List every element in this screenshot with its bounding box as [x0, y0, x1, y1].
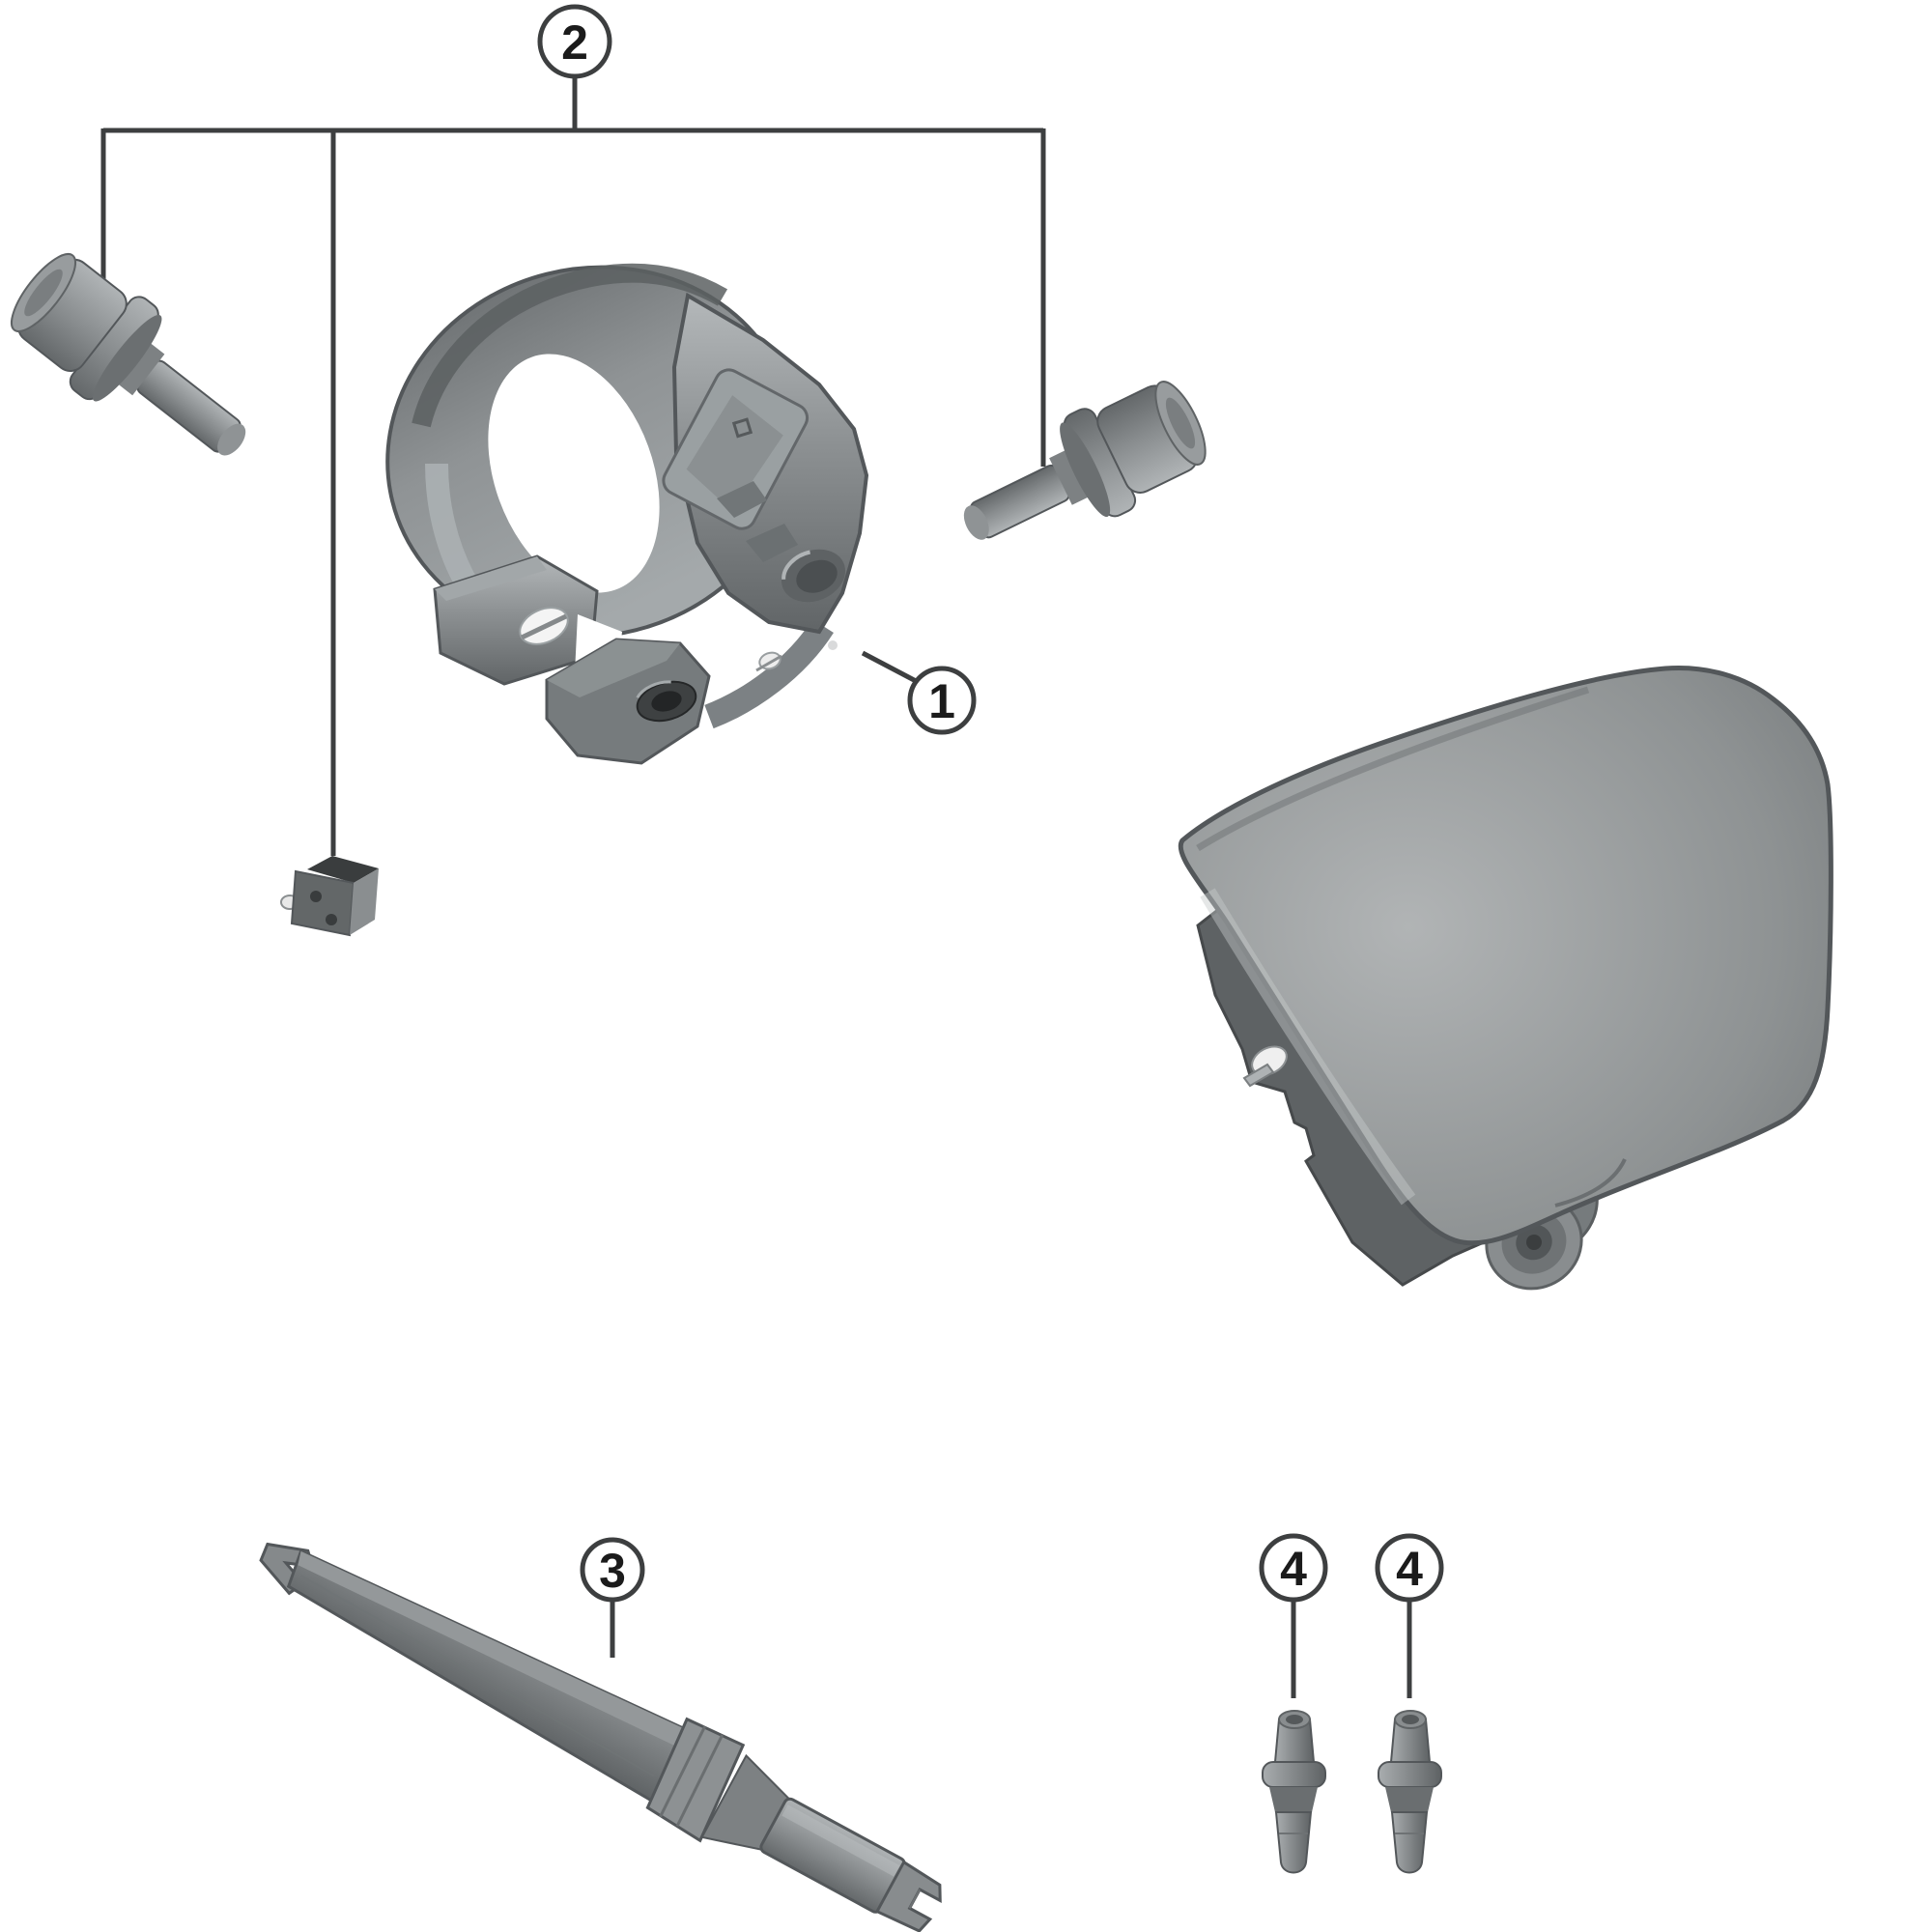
- clamp-band-unit: [385, 263, 869, 765]
- tool-collar-rib-2: [675, 1734, 724, 1827]
- tool-groove-edge: [908, 1889, 922, 1909]
- cover-bottom-crease: [1554, 1158, 1627, 1208]
- bottom-hole-highlight: [636, 680, 671, 698]
- bracket-hook-upper: [717, 481, 767, 518]
- nut-block-top: [307, 856, 379, 883]
- tool-blade-ridge: [300, 1575, 655, 1777]
- oval-hole-inner: [796, 559, 838, 593]
- bracket-screw: [755, 654, 782, 672]
- clamp-lug-bottom-top: [547, 639, 680, 697]
- callout-2-circle: [537, 4, 612, 79]
- junction-box-unit: [1178, 666, 1833, 1291]
- callout-4a: 4: [1259, 1533, 1328, 1603]
- barrel-port: [1526, 1235, 1542, 1250]
- bolt-tip: [217, 423, 246, 456]
- callout-1-leader: [861, 650, 920, 685]
- callout-4a-label: 4: [1280, 1542, 1307, 1596]
- band-top-rim: [412, 263, 728, 428]
- pin-body: [1390, 1811, 1429, 1874]
- clamp-bracket-plate: [662, 368, 810, 530]
- pin-body: [1274, 1811, 1313, 1874]
- tool-blade-top: [298, 1550, 685, 1747]
- pin-top-ring: [1286, 1715, 1303, 1724]
- callout-2-label: 2: [561, 15, 588, 70]
- bracket-dot: [828, 640, 838, 650]
- junction-screw: [1242, 1063, 1275, 1088]
- tool-grooved-tip: [874, 1860, 942, 1932]
- bolt-tip: [963, 505, 989, 540]
- junction-leader-line: [243, 753, 1227, 1094]
- callout-3: 3: [580, 1537, 645, 1603]
- callout-2: 2: [537, 4, 612, 79]
- fixing-bolt-right: [963, 381, 1207, 540]
- cover-top-shadow: [1196, 686, 1590, 851]
- connector-pin-right: [1378, 1710, 1442, 1874]
- nut-block-side: [350, 868, 379, 935]
- nut-block-hole-1: [310, 891, 322, 902]
- callout-1-label: 1: [928, 674, 955, 728]
- pin-top-ring: [1402, 1715, 1419, 1724]
- nut-block-front: [290, 869, 355, 937]
- bolt-head-socket: [24, 269, 63, 317]
- callout-4b-label: 4: [1396, 1542, 1423, 1596]
- callout-4b-circle: [1375, 1533, 1444, 1603]
- callout-3-circle: [580, 1537, 645, 1603]
- nut-block: [280, 856, 379, 937]
- callout-3-label: 3: [599, 1544, 626, 1598]
- nut-block-hole-2: [326, 914, 337, 925]
- bottom-hole-inner: [651, 691, 682, 712]
- fixing-bolt-left: [10, 252, 246, 456]
- right-bolt-axis-line: [859, 526, 976, 561]
- bolt-flange-face: [1060, 422, 1111, 518]
- pin-knurl: [1385, 1787, 1434, 1812]
- tool-collar-rib-1: [659, 1725, 706, 1818]
- callout-4a-circle: [1259, 1533, 1328, 1603]
- bolt-flange-face: [92, 314, 162, 402]
- band-opening: [488, 354, 660, 593]
- callout-4b: 4: [1375, 1533, 1444, 1603]
- cover-left-sheen: [1200, 888, 1416, 1206]
- pin-flange: [1262, 1761, 1326, 1788]
- bracket-oval-hole: [781, 549, 845, 603]
- lug-bottom-hole: [636, 680, 697, 723]
- tool-collar: [645, 1717, 746, 1843]
- pin-flange: [1378, 1761, 1442, 1788]
- lug-left-screw: [520, 613, 568, 640]
- bolt-head-socket: [1165, 397, 1196, 449]
- junction-cover: [1178, 666, 1833, 1246]
- plate-mark-icon: [731, 417, 753, 439]
- pin-knurl: [1269, 1787, 1318, 1812]
- callout-1-circle: [907, 666, 977, 735]
- bracket-hook-lower: [746, 524, 798, 562]
- oval-hole-highlight: [781, 550, 811, 580]
- connector-pin-left: [1262, 1710, 1326, 1874]
- callout-1: 1: [907, 666, 977, 735]
- clamp-lug-left-top: [435, 556, 547, 601]
- tool-shaft-sheen: [781, 1804, 900, 1877]
- plug-tool: [259, 1542, 942, 1932]
- plate-inset: [686, 395, 783, 511]
- band-lower-right-arc: [704, 618, 834, 729]
- callout-2-bracket: [100, 76, 1046, 856]
